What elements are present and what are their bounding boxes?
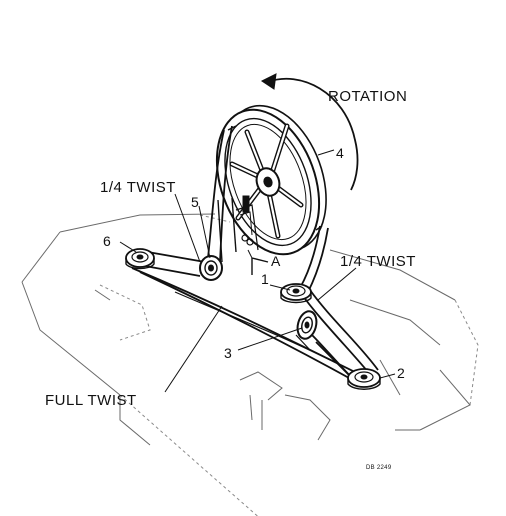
- callout-3: 3: [224, 345, 232, 361]
- callout-4: 4: [336, 145, 344, 161]
- leader-lines: [119, 149, 396, 393]
- rotation-label: ROTATION: [328, 88, 407, 105]
- machine-base-outline: [21, 213, 479, 516]
- rotation-arrow: [261, 73, 359, 191]
- quarter-twist-left-label: 1/4 TWIST: [100, 179, 176, 196]
- drawing-number: DB 2249: [366, 465, 392, 471]
- quarter-twist-right-label: 1/4 TWIST: [340, 253, 416, 270]
- large-pulley: [215, 104, 327, 256]
- callout-2: 2: [397, 365, 405, 381]
- pulley-1: [280, 283, 312, 304]
- callout-6: 6: [103, 233, 111, 249]
- pulley-2: [347, 368, 381, 390]
- idler-pulley-3: [295, 310, 318, 351]
- full-twist-label: FULL TWIST: [45, 392, 137, 409]
- idler-pulley-5: [199, 255, 223, 281]
- callout-5: 5: [191, 194, 199, 210]
- pulley-6: [125, 248, 155, 270]
- callout-1: 1: [261, 271, 269, 287]
- point-a-label: A: [271, 253, 281, 269]
